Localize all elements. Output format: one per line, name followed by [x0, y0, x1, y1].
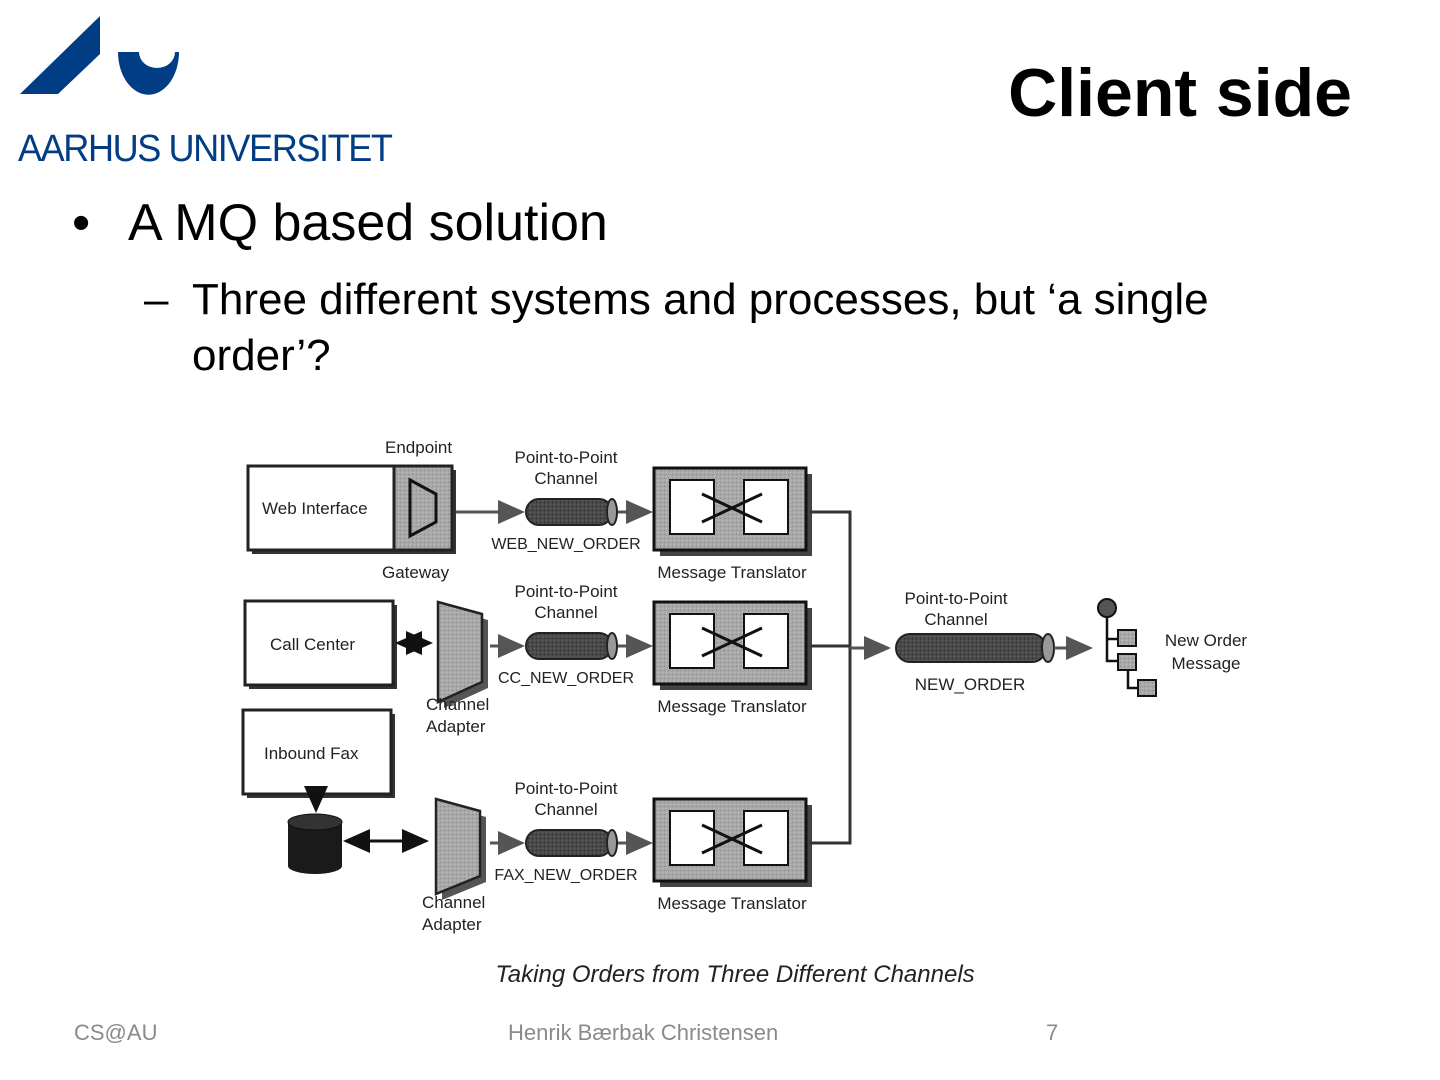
- ptp-label: Point-to-Point: [905, 589, 1008, 608]
- ptp-label: Channel: [534, 469, 597, 488]
- gateway-label: Gateway: [382, 563, 450, 582]
- adapter-label: Adapter: [422, 915, 482, 934]
- message-translator-icon: [652, 600, 812, 690]
- footer-author: Henrik Bærbak Christensen: [508, 1020, 779, 1045]
- channel-name: WEB_NEW_ORDER: [491, 536, 640, 553]
- message-tree-icon: [1097, 598, 1157, 697]
- message-translator-icon: [652, 797, 812, 887]
- bullet-text: Three different systems and processes, b…: [192, 275, 1209, 380]
- bullet-text: A MQ based solution: [128, 194, 608, 252]
- ptp-label: Channel: [534, 800, 597, 819]
- bullet-level-1: • A MQ based solution: [72, 193, 608, 253]
- channel-name: NEW_ORDER: [915, 675, 1026, 694]
- message-translator-icon: [652, 466, 812, 556]
- channel-name: FAX_NEW_ORDER: [494, 867, 637, 884]
- output-channel-pipe: [895, 633, 1055, 663]
- page-number: 7: [1046, 1020, 1059, 1045]
- source-label: Inbound Fax: [264, 744, 359, 763]
- channel-adapter-icon: [436, 600, 488, 708]
- aarhus-logo-icon: [20, 16, 179, 95]
- diagram-caption: Taking Orders from Three Different Chann…: [495, 961, 974, 988]
- ptp-label: Point-to-Point: [515, 582, 618, 601]
- channel-pipe: [525, 632, 618, 660]
- adapter-label: Channel: [426, 695, 489, 714]
- message-label: New Order: [1165, 631, 1248, 650]
- university-name: AARHUS UNIVERSITET: [18, 128, 393, 170]
- slide-title: Client side: [1008, 55, 1352, 131]
- ptp-label: Point-to-Point: [515, 779, 618, 798]
- footer-left: CS@AU: [74, 1020, 158, 1045]
- ptp-label: Channel: [924, 610, 987, 629]
- channel-pipe: [525, 829, 618, 857]
- message-label: Message: [1172, 654, 1241, 673]
- channel-pipe: [525, 498, 618, 526]
- inbound-fax-box: Inbound Fax: [241, 708, 395, 798]
- translator-label: Message Translator: [657, 563, 807, 582]
- source-label: Web Interface: [262, 499, 368, 518]
- endpoint-label: Endpoint: [385, 438, 452, 457]
- database-icon: [287, 813, 343, 874]
- integration-diagram: Web Interface Endpoint Gateway Call Cent…: [241, 438, 1248, 988]
- adapter-label: Channel: [422, 893, 485, 912]
- bullet-level-2: – Three different systems and processes,…: [144, 272, 1344, 384]
- ptp-label: Channel: [534, 603, 597, 622]
- gateway-icon: [408, 477, 438, 539]
- ptp-label: Point-to-Point: [515, 448, 618, 467]
- translator-label: Message Translator: [657, 697, 807, 716]
- adapter-label: Adapter: [426, 717, 486, 736]
- source-label: Call Center: [270, 635, 355, 654]
- dash-marker: –: [144, 275, 169, 324]
- call-center-box: Call Center: [243, 599, 397, 689]
- channel-name: CC_NEW_ORDER: [498, 670, 634, 687]
- bullet-marker: •: [72, 194, 91, 252]
- translator-label: Message Translator: [657, 894, 807, 913]
- web-interface-box: Web Interface: [246, 464, 456, 554]
- channel-adapter-icon: [434, 797, 486, 900]
